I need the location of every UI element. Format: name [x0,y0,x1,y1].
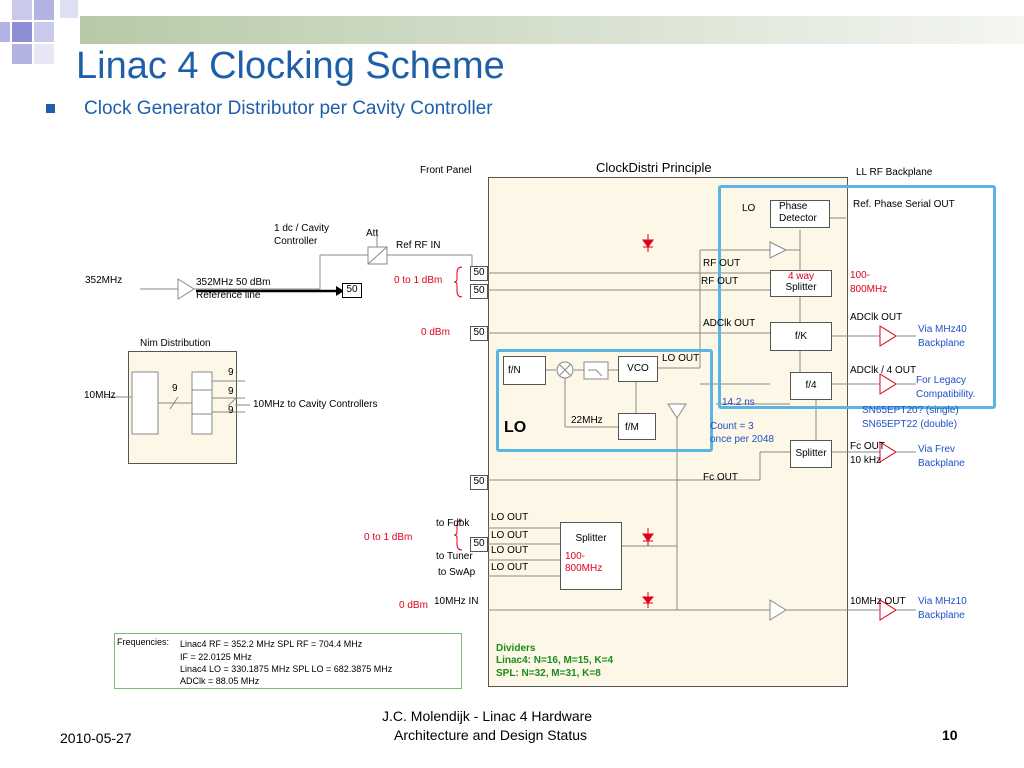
to-tuner-label: to Tuner [436,551,473,562]
nim-count-1: 9 [228,367,234,378]
lo-out-label-1: LO OUT [491,512,529,523]
page-number: 10 [942,727,958,743]
frequencies-line-4: ADClk = 88.05 MHz [180,676,260,686]
lo-section-label: LO [504,419,527,436]
dividers-heading: Dividers [496,643,536,654]
ref-line-label-2: Reference line [196,290,261,301]
mhz10-in-label: 10MHz IN [434,596,479,607]
zero-dbm-label-2: 0 dBm [399,600,428,611]
ns-label: 14.2 ns [722,397,755,408]
fc-splitter-box: Splitter [790,440,832,468]
input-10mhz-label: 10MHz [84,390,116,401]
to-cavity-label: 10MHz to Cavity Controllers [253,399,378,410]
freq-range-upper-1: 100- [850,270,871,281]
frequencies-line-3: Linac4 LO = 330.1875 MHz SPL LO = 682.38… [180,664,393,674]
adclk-out-label-left: ADClk OUT [703,318,756,329]
front-panel-label: Front Panel [420,165,472,176]
dividers-line-2: SPL: N=32, M=31, K=8 [496,668,601,679]
bullet-marker [46,104,55,113]
input-352-label: 352MHz [85,275,123,286]
termination-50-1: 50 [470,266,488,281]
via-mhz10-1: Via MHz10 [918,596,967,607]
freq-range-upper-2: 800MHz [850,284,888,295]
ref-line-label-1: 352MHz 50 dBm [196,277,271,288]
to-fdbk-label: to Fdbk [436,518,470,529]
fn-divider-box: f/N [503,356,546,385]
rf-out-label-2: RF OUT [701,276,739,287]
att-label: Att [366,228,379,239]
zero-dbm-label-1: 0 dBm [421,327,450,338]
adclk-out-label-right: ADClk OUT [850,312,903,323]
rf-highlight-frame [718,185,996,409]
count-label-2: once per 2048 [710,434,774,445]
vco-box: VCO [618,356,658,382]
sn-single-label: SN65EPT20? (single) [862,405,959,416]
footer-date: 2010-05-27 [60,730,132,746]
module-box [488,177,848,687]
lo-out-label-4: LO OUT [491,562,529,573]
ref-rf-in-label: Ref RF IN [396,240,441,251]
lo-highlight-frame [496,349,713,452]
via-mhz10-2: Backplane [918,610,965,621]
header-gradient-bar [80,16,1024,44]
legacy-label-2: Compatibility. [916,389,976,400]
via-mhz40-1: Via MHz40 [918,324,967,335]
range-label-upper: 0 to 1 dBm [394,275,443,286]
mhz10-out-label: 10MHz OUT [850,596,906,607]
termination-50-2: 50 [470,284,488,299]
four-way-splitter-box: 4 way Splitter [770,270,832,297]
f4-divider-box: f/4 [790,372,832,400]
via-mhz40-2: Backplane [918,338,965,349]
frequencies-line-2: IF = 22.0125 MHz [180,652,252,662]
frequencies-heading: Frequencies: [117,637,170,647]
via-frev-1: Via Frev [918,444,956,455]
phase-detector-box: Phase Detector [770,200,830,228]
dividers-line-1: Linac4: N=16, M=15, K=4 [496,655,614,666]
to-swap-label: to SwAp [438,567,476,578]
lo-out-label-vco: LO OUT [662,353,700,364]
count-label-1: Count = 3 [710,421,754,432]
dc-cavity-label-1: 1 dc / Cavity [274,223,330,234]
lo-splitter-box: Splitter 100- 800MHz [560,522,622,590]
lo-input-label: LO [742,203,756,214]
footer-credit-line-1: J.C. Molendijk - Linac 4 Hardware [382,708,593,724]
bullet-text: Clock Generator Distributor per Cavity C… [84,98,493,119]
corner-decoration [0,0,80,70]
nim-count-2: 9 [228,386,234,397]
page-title: Linac 4 Clocking Scheme [76,45,505,87]
nim-title: Nim Distribution [140,338,211,349]
termination-50-3: 50 [470,326,488,341]
ref-phase-out-label: Ref. Phase Serial OUT [853,199,955,210]
principle-heading: ClockDistri Principle [596,160,712,175]
legacy-label-1: For Legacy [916,375,967,386]
nim-count-center: 9 [172,383,178,394]
fk-divider-box: f/K [770,322,832,351]
termination-50-4: 50 [470,475,488,490]
lo-out-label-2: LO OUT [491,530,529,541]
khz10-label: 10 kHz [850,455,882,466]
dc-cavity-label-2: Controller [274,236,318,247]
termination-50-5: 50 [470,537,488,552]
lo-out-label-3: LO OUT [491,545,529,556]
sn-double-label: SN65EPT22 (double) [862,419,958,430]
termination-50-ref: 50 [342,283,362,298]
frequencies-box [114,633,462,689]
mhz22-label: 22MHz [571,415,603,426]
adclk-4-out-label: ADClk / 4 OUT [850,365,917,376]
rf-out-label-1: RF OUT [703,258,741,269]
fc-out-label-inner: Fc OUT [703,472,738,483]
fm-divider-box: f/M [618,413,656,440]
fc-out-label-right: Fc OUT [850,441,885,452]
footer-credit-line-2: Architecture and Design Status [394,727,587,743]
via-frev-2: Backplane [918,458,965,469]
backplane-label: LL RF Backplane [856,167,933,178]
range-label-lower: 0 to 1 dBm [364,532,413,543]
frequencies-line-1: Linac4 RF = 352.2 MHz SPL RF = 704.4 MHz [180,639,363,649]
nim-count-3: 9 [228,405,234,416]
